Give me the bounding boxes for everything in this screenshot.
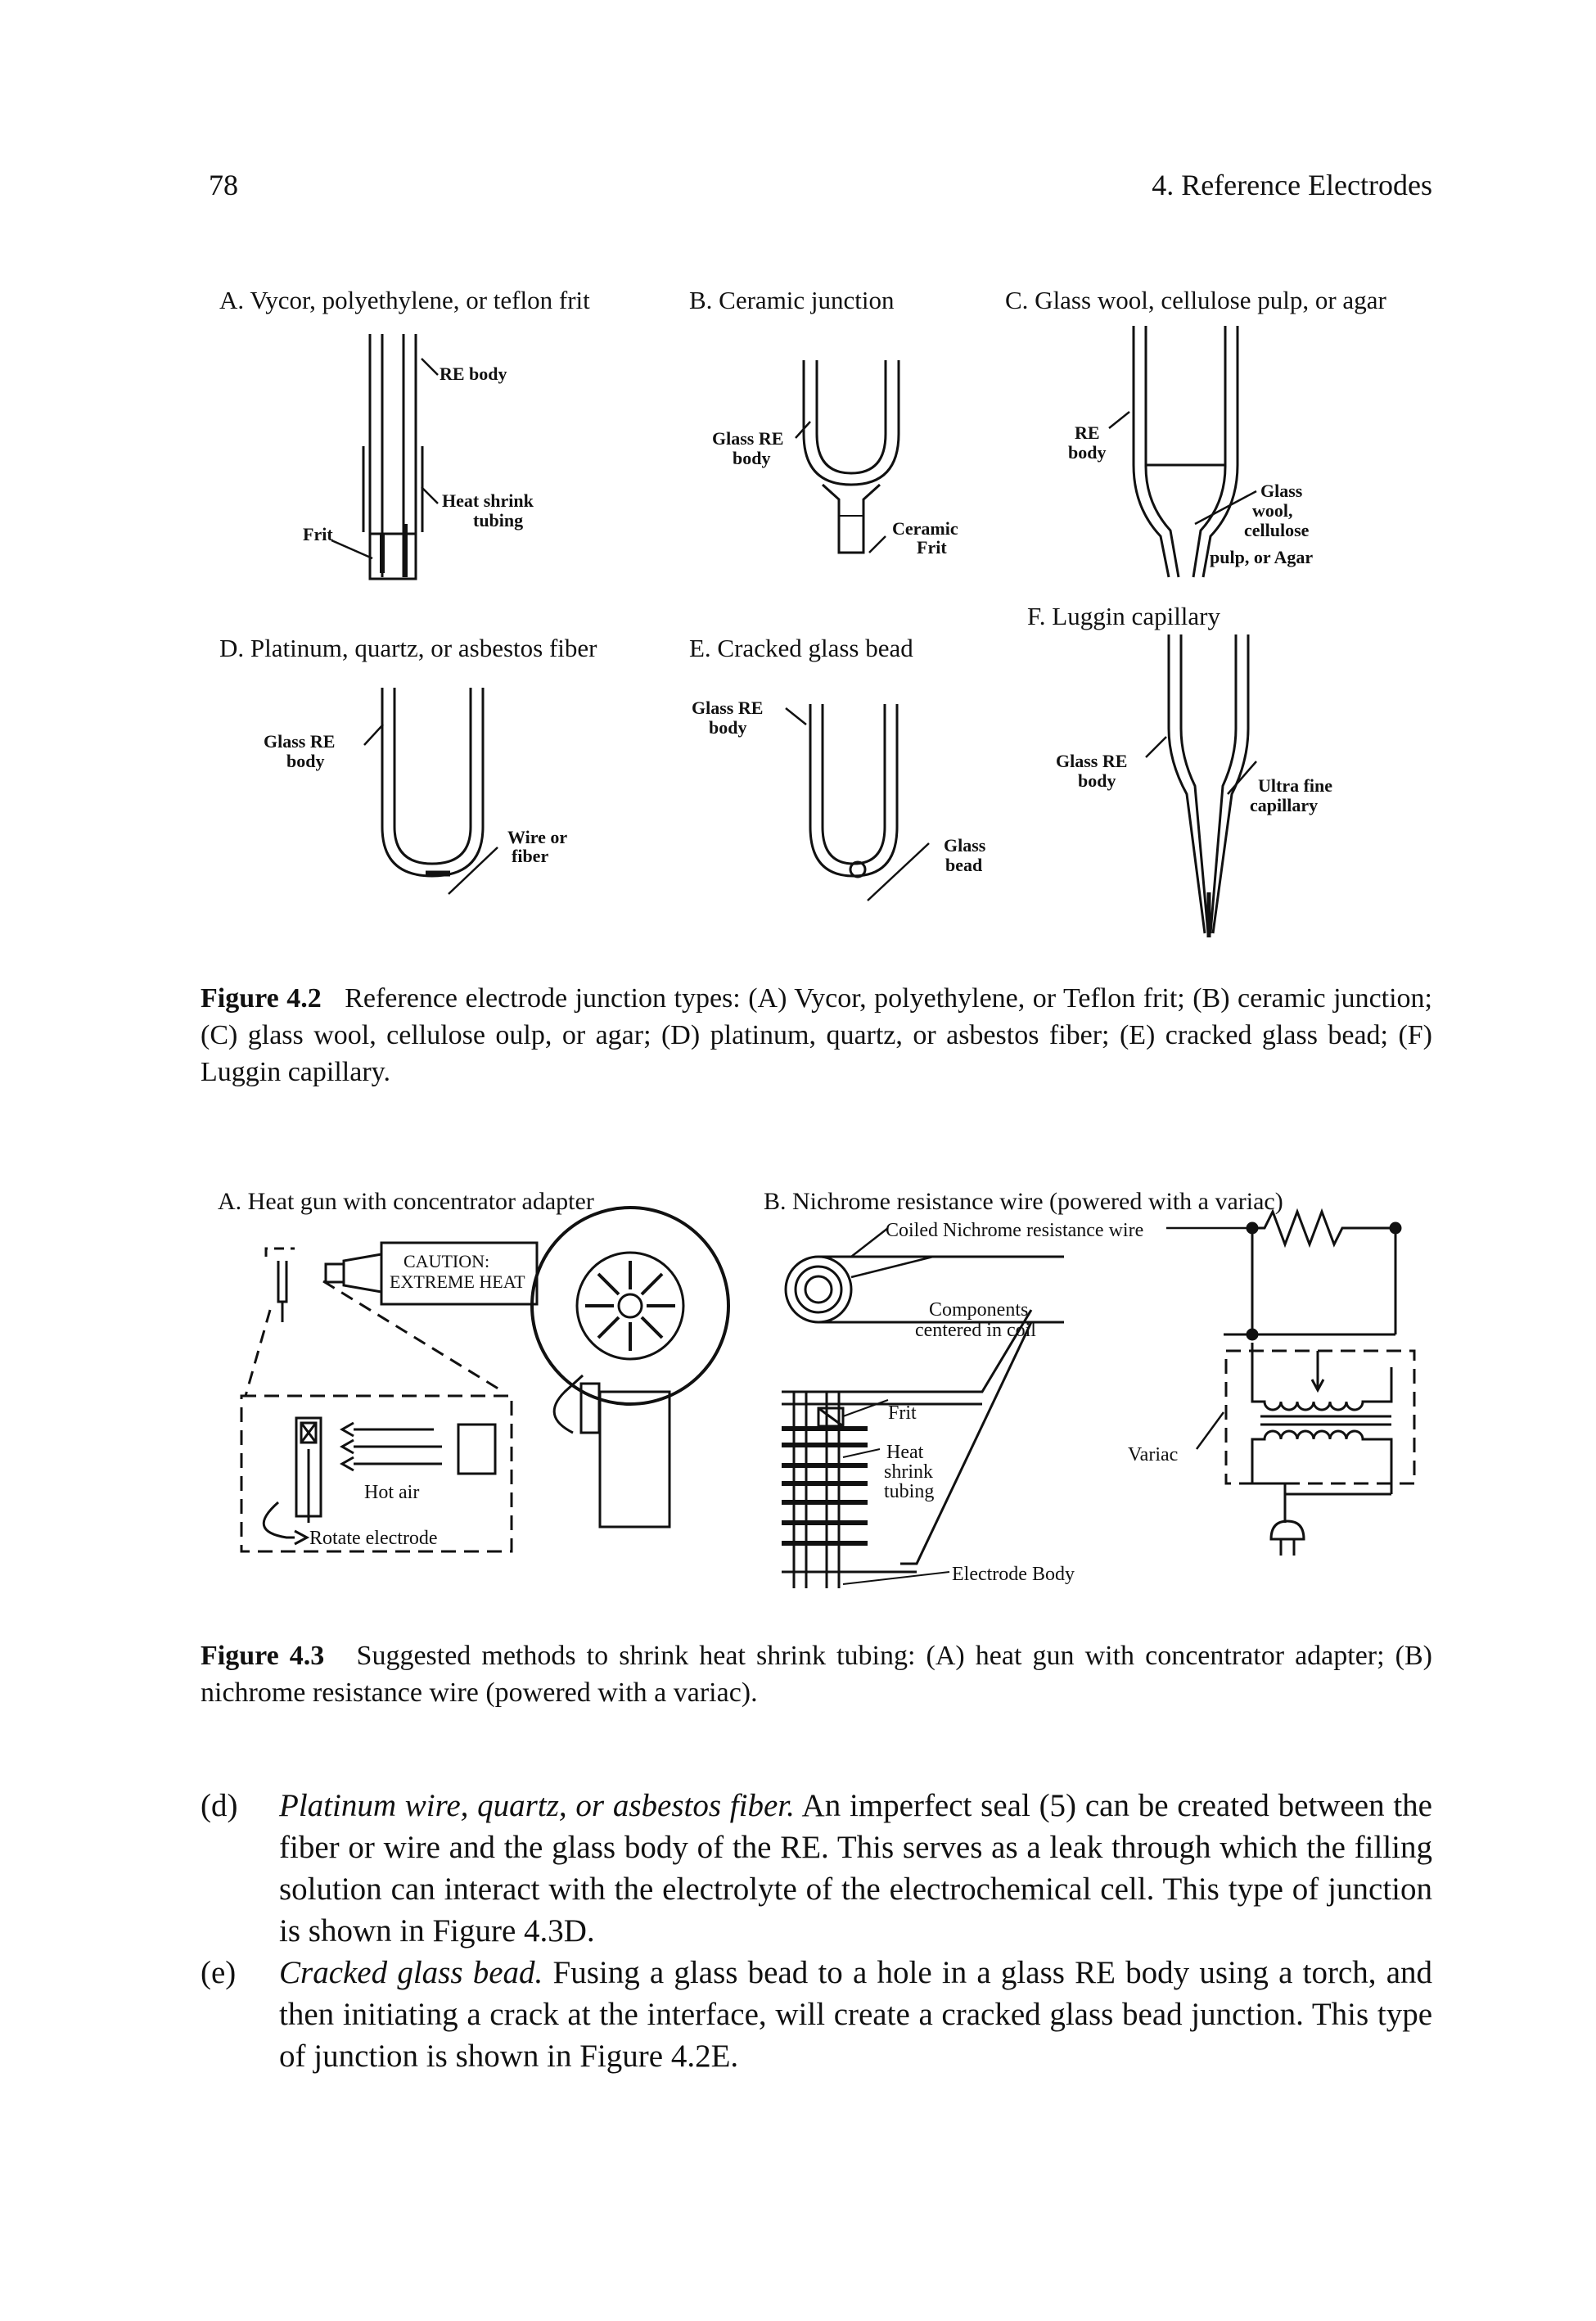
panel-f-title: F. Luggin capillary <box>1027 602 1220 630</box>
panel-a-re-body-label: RE body <box>440 364 507 384</box>
panel-d-drawing <box>363 688 498 895</box>
nichrome-coil-drawing <box>782 1208 1416 1588</box>
caution-line-1: CAUTION: <box>404 1251 489 1271</box>
page-header: 78 4. Reference Electrodes <box>209 168 1432 209</box>
figure-4-3: A. Heat gun with concentrator adapter B.… <box>218 1188 1416 1588</box>
figure-4-2-label: Figure 4.2 <box>201 983 322 1014</box>
list-item-e: (e) Cracked glass bead. Fusing a glass b… <box>201 1952 1432 2077</box>
coil-shrink-label: shrink <box>884 1461 933 1483</box>
panel-d-wire-label: Wire or <box>507 827 567 847</box>
page-number: 78 <box>209 169 238 201</box>
coil-tubing-label: tubing <box>884 1481 934 1502</box>
panel-d-title: D. Platinum, quartz, or asbestos fiber <box>219 634 597 662</box>
panel-f-glass-re-label: Glass RE <box>1056 751 1127 771</box>
variac-label: Variac <box>1128 1444 1178 1465</box>
panel-a-frit-label: Frit <box>303 524 333 544</box>
electrode-body-label: Electrode Body <box>952 1564 1075 1585</box>
panel-f-capillary-label: capillary <box>1250 795 1318 815</box>
hot-air-label: Hot air <box>364 1482 419 1503</box>
panel-c-body-label: body <box>1068 442 1106 463</box>
panel-e-bead-label: bead <box>945 855 982 875</box>
coiled-wire-label: Coiled Nichrome resistance wire <box>886 1220 1143 1241</box>
panel-c-glass-label: Glass <box>1260 481 1303 501</box>
figure-4-2-caption-text: Reference electrode junction types: (A) … <box>201 983 1432 1087</box>
panel-e-drawing <box>785 704 930 901</box>
panel-e-glass-label: Glass <box>944 835 986 856</box>
panel-c-cellulose-label: cellulose <box>1244 520 1310 540</box>
list-item-e-text: Fusing a glass bead to a hole in a glass… <box>279 1955 1433 2074</box>
components-label-2: centered in coil <box>915 1320 1036 1341</box>
fig43-panel-a-title: A. Heat gun with concentrator adapter <box>218 1188 594 1215</box>
figure-4-2-caption: Figure 4.2 Reference electrode junction … <box>201 980 1432 1091</box>
panel-e-title: E. Cracked glass bead <box>689 634 913 662</box>
panel-a-heat-shrink-label: Heat shrink <box>442 490 534 511</box>
panel-b-ceramic-label: Ceramic <box>892 518 958 539</box>
panel-d-glass-re-label: Glass RE <box>264 731 335 752</box>
figure-4-3-label: Figure 4.3 <box>201 1641 325 1671</box>
panel-c-title: C. Glass wool, cellulose pulp, or agar <box>1005 286 1386 314</box>
panel-b-body-label: body <box>733 448 770 468</box>
caution-line-2: EXTREME HEAT <box>390 1271 525 1292</box>
list-marker-d: (d) <box>201 1788 238 1823</box>
panel-f-ultra-label: Ultra fine <box>1258 775 1332 796</box>
panel-c-wool-label: wool, <box>1252 500 1293 521</box>
panel-e-body-label: body <box>709 717 746 738</box>
panel-d-body-label: body <box>286 751 324 771</box>
panel-d-fiber-label: fiber <box>512 846 548 866</box>
list-item-d-text: An imperfect seal (5) can be created bet… <box>279 1788 1432 1948</box>
rotate-electrode-label: Rotate electrode <box>309 1528 438 1549</box>
components-label-1: Components <box>929 1299 1028 1321</box>
panel-e-glass-re-label: Glass RE <box>692 698 763 718</box>
list-marker-e: (e) <box>201 1955 237 1990</box>
panel-f-drawing <box>1145 634 1257 937</box>
panel-b-title: B. Ceramic junction <box>689 286 895 314</box>
panel-a-drawing <box>331 334 439 580</box>
figure-4-3-caption: Figure 4.3 Suggested methods to shrink h… <box>201 1637 1432 1711</box>
panel-c-re-label: RE <box>1075 422 1100 443</box>
panel-c-drawing <box>1108 326 1257 578</box>
coil-frit-label: Frit <box>888 1402 917 1424</box>
running-head: 4. Reference Electrodes <box>1152 169 1432 201</box>
panel-a-title: A. Vycor, polyethylene, or teflon frit <box>219 286 590 314</box>
panel-b-frit-label: Frit <box>917 537 947 558</box>
panel-b-drawing <box>795 360 900 554</box>
panel-b-glass-re-label: Glass RE <box>712 428 783 449</box>
coil-heat-label: Heat <box>886 1442 924 1463</box>
figure-4-3-caption-text: Suggested methods to shrink heat shrink … <box>201 1641 1432 1708</box>
panel-c-pulp-label: pulp, or Agar <box>1210 547 1313 567</box>
list-item-d: (d) Platinum wire, quartz, or asbestos f… <box>201 1785 1432 1952</box>
figure-4-2: A. Vycor, polyethylene, or teflon frit B… <box>219 286 1386 937</box>
fig43-panel-b-title: B. Nichrome resistance wire (powered wit… <box>764 1188 1283 1215</box>
list-item-e-lead: Cracked glass bead. <box>279 1955 543 1990</box>
panel-a-tubing-label: tubing <box>473 510 523 531</box>
heat-gun-drawing <box>240 1206 730 1553</box>
panel-f-body-label: body <box>1078 770 1116 791</box>
list-item-d-lead: Platinum wire, quartz, or asbestos fiber… <box>279 1788 795 1823</box>
